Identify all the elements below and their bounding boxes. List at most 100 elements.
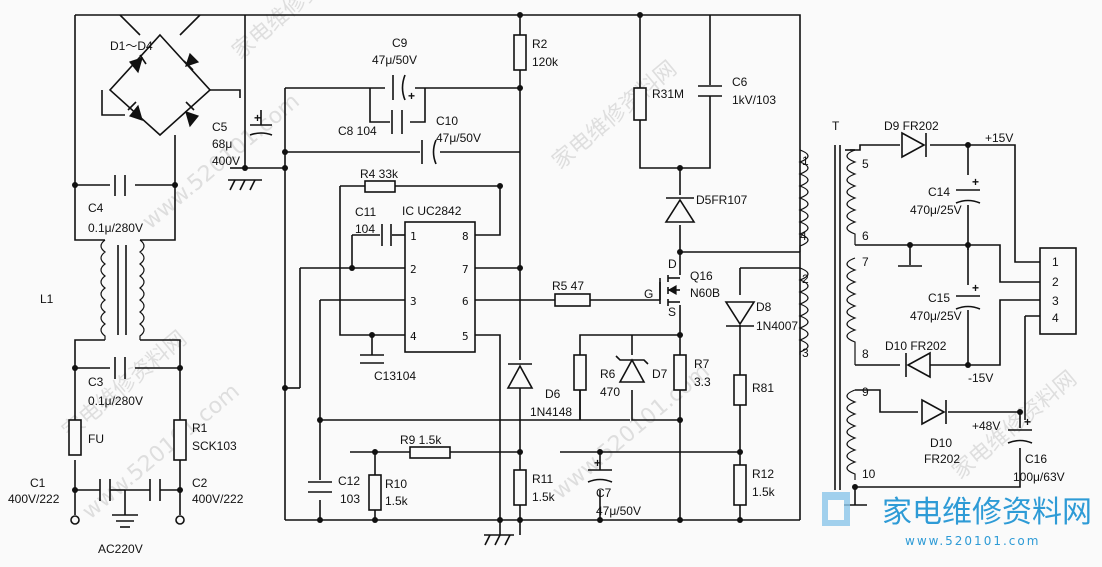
c11-value: 104	[355, 222, 375, 236]
rail-p48: +48V	[972, 419, 1000, 433]
d10b-value: FR202	[924, 452, 960, 466]
diode-d6: D6 1N4148	[506, 363, 572, 419]
d5-label: D5FR107	[696, 193, 748, 207]
d8-value: 1N4007	[756, 319, 798, 333]
ic-pin: 2	[410, 263, 417, 276]
resistor-r7: R7 3.3	[673, 354, 711, 391]
fu-label: FU	[88, 432, 104, 446]
ic-pin: 3	[410, 295, 417, 308]
resistor-r12: R12 1.5k	[733, 464, 776, 506]
capacitor-c6: C6 1kV/103	[698, 75, 776, 107]
svg-text:+: +	[972, 281, 979, 295]
d6-value: 1N4148	[530, 405, 572, 419]
watermark-cn: 家电维修资料网	[548, 56, 682, 174]
d10b-label: D10	[930, 436, 952, 450]
resistor-r10: R10 1.5k	[368, 474, 409, 511]
r1-label: R1	[192, 421, 208, 435]
watermark-cn: 家电维修资料网	[228, 0, 362, 65]
r7-value: 3.3	[694, 375, 711, 389]
r11-label: R11	[532, 472, 553, 486]
rail-p15: +15V	[985, 131, 1013, 145]
ic-pin: 1	[410, 230, 417, 243]
c3-value: 0.1μ/280V	[88, 394, 143, 408]
c4-value: 0.1μ/280V	[88, 221, 143, 235]
junction-dots	[72, 12, 1023, 523]
r3-label: R31M	[652, 87, 684, 101]
resistor-r11: R11 1.5k	[513, 469, 556, 506]
svg-text:+: +	[408, 89, 415, 103]
site-logo: 家电维修资料网 www.520101.com	[822, 492, 1092, 548]
capacitor-c8: C8 104	[338, 110, 403, 138]
q16-gate: G	[644, 287, 653, 301]
connector-pin: 3	[1052, 294, 1059, 308]
ic-pin: 4	[410, 330, 417, 343]
c14-value: 470μ/25V	[910, 203, 962, 217]
q16-value: N60B	[690, 286, 720, 300]
d7-label: D7	[652, 367, 668, 381]
t-pin: 6	[862, 229, 869, 243]
c15-value: 470μ/25V	[910, 309, 962, 323]
capacitor-c4: C4 0.1μ/280V	[88, 175, 143, 235]
resistor-r81: R81	[733, 374, 774, 406]
connector-pin: 4	[1052, 311, 1059, 325]
ground-symbol	[228, 179, 262, 191]
r10-value: 1.5k	[385, 494, 409, 508]
resistor-r2: R2 120k	[513, 34, 559, 71]
transformer-label: T	[832, 119, 840, 133]
c1-value: 400V/222	[8, 492, 60, 506]
r2-value: 120k	[532, 55, 559, 69]
earth-ground-symbol	[112, 514, 138, 528]
logo-url: www.520101.com	[905, 534, 1040, 548]
c12-value: 103	[340, 492, 360, 506]
t-pin: 1	[802, 154, 809, 168]
r9-label: R9 1.5k	[400, 433, 442, 447]
r6-label: R6	[600, 367, 616, 381]
ic-pin: 7	[462, 263, 469, 276]
ic-pin: 8	[462, 230, 469, 243]
resistor-r4: R4 33k	[360, 167, 399, 193]
capacitor-c13: C13104	[360, 354, 416, 383]
capacitor-c9: + C9 47μ/50V	[372, 36, 417, 103]
diode-d5: D5FR107	[664, 193, 748, 223]
resistor-r3: R31M	[633, 87, 684, 121]
c4-label: C4	[88, 201, 104, 215]
ac-input-terminals: AC220V	[70, 515, 185, 556]
wiring	[74, 14, 1045, 535]
r7-label: R7	[694, 357, 710, 371]
c15-label: C15	[928, 291, 950, 305]
diode-d10-48v: D10 FR202	[921, 398, 960, 466]
l1-label: L1	[40, 292, 54, 306]
capacitor-c16: + C16 100μ/63V	[1007, 415, 1065, 484]
logo-text: 家电维修资料网	[882, 495, 1092, 530]
svg-text:+: +	[254, 111, 261, 125]
c2-label: C2	[192, 476, 208, 490]
q16-drain: D	[668, 257, 677, 271]
c12-label: C12	[338, 474, 360, 488]
d6-label: D6	[545, 387, 561, 401]
r4-label: R4 33k	[360, 167, 399, 181]
t-pin: 5	[862, 157, 869, 171]
mosfet-q16: D G S Q16 N60B	[644, 257, 720, 319]
c16-label: C16	[1025, 452, 1047, 466]
capacitor-c2: C2 400V/222	[125, 476, 244, 506]
ic-uc2842: IC UC2842 1 2 3 4 8 7 6 5	[402, 204, 476, 353]
capacitor-c12: C12 103	[308, 474, 360, 506]
inductor-l1: L1	[40, 239, 145, 340]
r12-value: 1.5k	[752, 485, 776, 499]
q16-label: Q16	[690, 269, 713, 283]
c8-label: C8 104	[338, 124, 377, 138]
r12-label: R12	[752, 467, 774, 481]
r81-label: R81	[752, 381, 774, 395]
fuse-fu: FU	[68, 419, 104, 456]
d9-label: D9 FR202	[884, 119, 939, 133]
t-pin: 8	[862, 347, 869, 361]
r11-value: 1.5k	[532, 490, 556, 504]
svg-text:+: +	[972, 175, 979, 189]
connector-pin: 1	[1052, 255, 1059, 269]
diode-d10-negative: D10 FR202	[885, 339, 947, 379]
diode-d8: D8 1N4007	[724, 300, 798, 333]
t-pin: 3	[802, 346, 809, 360]
resistor-r5: R5 47	[552, 279, 591, 307]
c1-label: C1	[30, 476, 46, 490]
